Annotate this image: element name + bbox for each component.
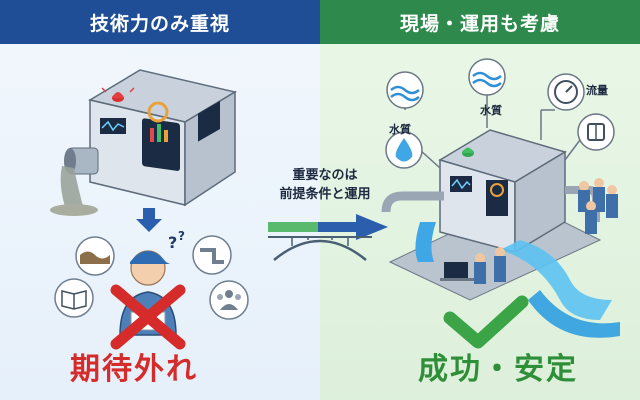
flow-rate-label: 流量 <box>586 84 608 97</box>
pipe-icon <box>192 235 232 275</box>
field-workers-illustration <box>440 178 618 284</box>
machine-left-illustration <box>50 69 237 216</box>
sensor-module-icon <box>577 113 615 151</box>
dirty-water-icon <box>75 236 115 276</box>
question-marks-icon: ? ? <box>168 229 185 252</box>
down-arrow-icon <box>136 208 162 232</box>
left-result-text: 期待外れ <box>70 352 198 387</box>
water-quality-label-top: 水質 <box>480 104 502 117</box>
water-drop-icon <box>385 131 423 169</box>
bridge-caption: 重要なのは 前提条件と運用 <box>270 166 380 204</box>
water-quality-icon-top <box>468 58 506 96</box>
water-quality-icon-left <box>386 71 424 109</box>
bridge-caption-line2: 前提条件と運用 <box>279 187 371 202</box>
flow-gauge-icon <box>547 73 585 111</box>
people-group-icon <box>209 280 249 320</box>
right-header: 現場・運用も考慮 <box>320 0 640 44</box>
bridge-arrow-illustration <box>268 214 388 261</box>
sensor-connector-lines <box>404 92 581 169</box>
manual-book-icon <box>54 278 94 318</box>
left-header: 技術力のみ重視 <box>0 0 320 44</box>
svg-text:?: ? <box>178 229 185 243</box>
bridge-caption-line1: 重要なのは <box>292 168 358 183</box>
water-quality-label-left: 水質 <box>389 123 411 136</box>
machine-right-illustration <box>381 129 620 338</box>
right-result-text: 成功・安定 <box>418 352 578 387</box>
success-check-mark-icon <box>443 295 529 349</box>
svg-text:?: ? <box>168 233 177 252</box>
fail-x-mark-icon <box>110 284 186 350</box>
